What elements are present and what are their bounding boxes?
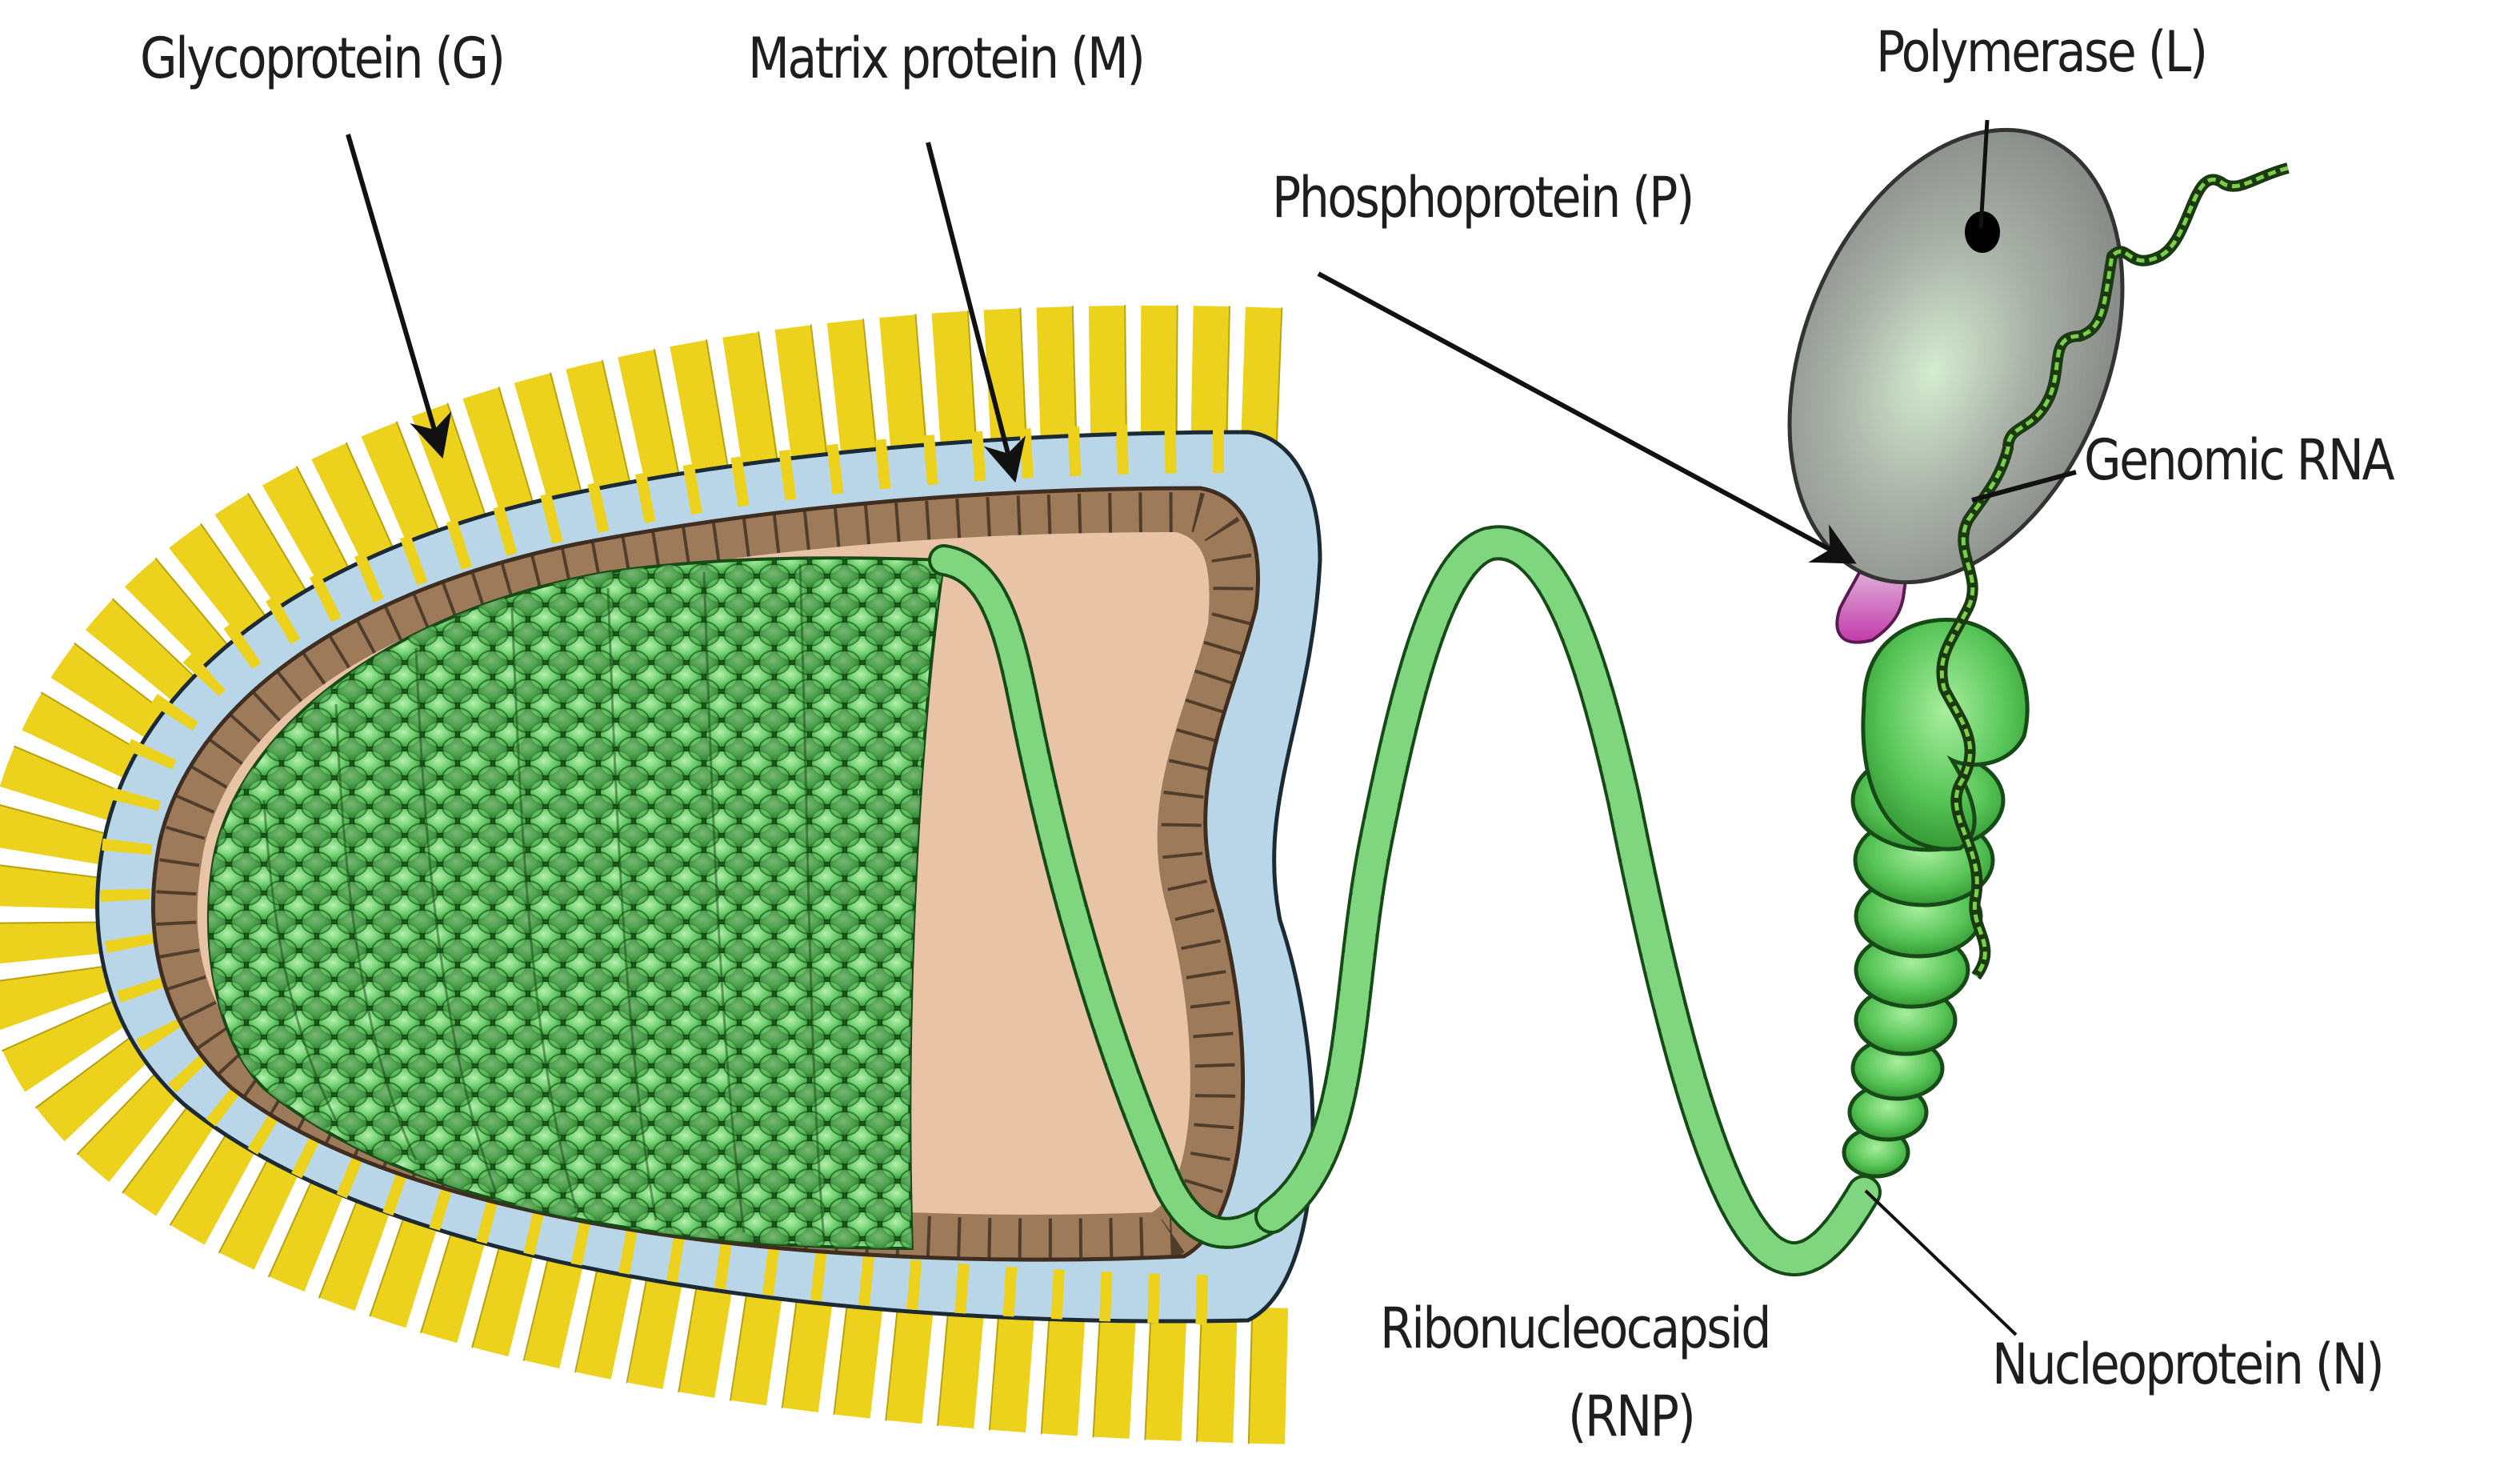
- label-rnp: (RNP): [1568, 1384, 1696, 1449]
- genomic-rna-leader: [1971, 470, 2077, 503]
- ribonucleocapsid: [1254, 525, 2030, 1276]
- label-phosphoprotein: Phosphoprotein (P): [1272, 165, 1694, 230]
- label-polymerase: Polymerase (L): [1876, 19, 2208, 85]
- matrix-arrow: [926, 142, 1026, 483]
- polymerase-dot: [1965, 211, 2000, 253]
- polymerase-leader: [1978, 119, 1990, 229]
- virion: [0, 304, 1322, 1445]
- annotation-lines: [346, 119, 2077, 1336]
- nucleoprotein-leader: [1864, 1189, 2018, 1336]
- phosphoprotein-arrow: [1317, 271, 1857, 564]
- glycoprotein-arrow: [346, 134, 452, 459]
- label-matrix-protein: Matrix protein (M): [748, 26, 1146, 91]
- nucleoprotein-stack: [1842, 617, 2030, 1179]
- label-glycoprotein: Glycoprotein (G): [140, 26, 506, 91]
- label-nucleoprotein: Nucleoprotein (N): [1992, 1332, 2385, 1397]
- label-ribonucleocapsid: Ribonucleocapsid: [1380, 1296, 1771, 1361]
- label-genomic-rna: Genomic RNA: [2084, 427, 2395, 493]
- glycoprotein-spikes: [0, 304, 1298, 1445]
- polymerase-shape: [1787, 127, 2125, 585]
